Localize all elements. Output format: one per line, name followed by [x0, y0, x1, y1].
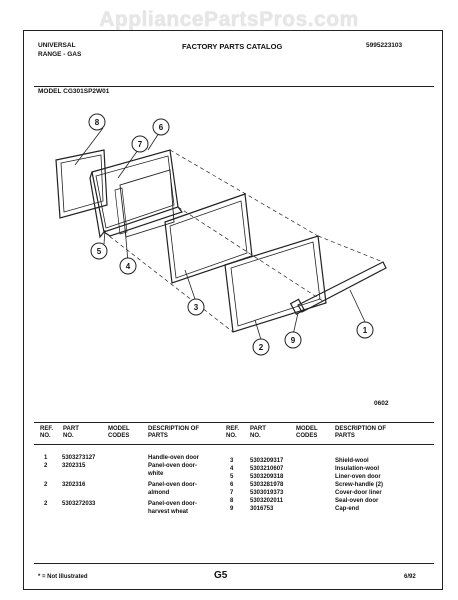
col-header-desc: DESCRIPTION OF PARTS	[148, 426, 200, 439]
row-ref: 8	[230, 498, 234, 504]
row-ref: 4	[230, 466, 234, 472]
row-desc: Cap-end	[335, 506, 359, 512]
row-part: 3202316	[62, 482, 86, 488]
callout-1	[356, 321, 374, 339]
panel-oven-door	[224, 235, 327, 333]
callout-8	[88, 113, 106, 131]
table-top-divider	[34, 422, 434, 423]
callout-label: 5	[97, 247, 102, 256]
row-part: 3202315	[62, 463, 86, 469]
catalog-number: 5995223103	[366, 42, 403, 49]
row-part: 5303209317	[250, 458, 284, 464]
row-ref: 3	[230, 458, 234, 464]
callout-label: 3	[194, 303, 199, 312]
callout-2	[252, 338, 270, 356]
row-desc-cont: harvest wheat	[148, 509, 189, 515]
row-desc: Panel-oven door-	[148, 501, 198, 507]
row-desc: Insulation-wool	[335, 466, 379, 472]
brand-line-2: RANGE - GAS	[38, 51, 82, 58]
col-header-ref: REF. NO.	[226, 426, 240, 439]
col-header-part: PART NO.	[63, 426, 79, 439]
row-desc-cont: almond	[148, 490, 170, 496]
row-part: 5303209318	[250, 474, 284, 480]
row-ref: 2	[44, 463, 48, 469]
page-number: G5	[214, 570, 228, 581]
col-header-part: PART NO.	[250, 426, 266, 439]
catalog-title: FACTORY PARTS CATALOG	[182, 42, 283, 51]
col-header-model: MODEL CODES	[296, 426, 318, 439]
watermark: AppliancePartsPros.com	[99, 8, 359, 31]
footer-date: 6/92	[404, 574, 416, 580]
callout-9	[284, 331, 302, 349]
callout-5	[90, 242, 108, 260]
col-header-model: MODEL CODES	[108, 426, 130, 439]
row-part: 5303019373	[250, 490, 284, 496]
row-part: 3016753	[250, 506, 274, 512]
callout-label: 2	[259, 343, 264, 352]
callout-6	[152, 118, 170, 136]
row-desc: Panel-oven door-	[148, 482, 198, 488]
callout-7	[131, 135, 149, 153]
callout-label: 8	[95, 118, 100, 127]
row-desc: Seal-oven door	[335, 498, 379, 504]
diagram-code: 0602	[374, 400, 389, 407]
row-ref: 2	[44, 501, 48, 507]
row-part: 5303202011	[250, 498, 284, 504]
col-header-ref: REF. NO.	[40, 426, 54, 439]
row-part: 5303272033	[62, 501, 96, 507]
row-ref: 5	[230, 474, 234, 480]
callout-3	[187, 298, 205, 316]
col-header-desc: DESCRIPTION OF PARTS	[335, 426, 387, 439]
seal-oven-door	[55, 149, 108, 219]
row-part: 5303273127	[62, 455, 96, 461]
row-desc: Handle-oven door	[148, 455, 200, 461]
row-desc: Liner-oven door	[335, 474, 381, 480]
footer-note: * = Not Illustrated	[38, 574, 88, 580]
header-divider	[34, 86, 434, 87]
callout-label: 4	[126, 262, 131, 271]
model-label: MODEL CG301SP2W01	[38, 88, 110, 95]
footer-divider	[34, 563, 434, 564]
row-ref: 7	[230, 490, 234, 496]
callout-label: 1	[363, 326, 368, 335]
row-part: 5303210607	[250, 466, 284, 472]
row-ref: 6	[230, 482, 234, 488]
row-ref: 1	[44, 455, 48, 461]
row-desc: Panel-oven door-	[148, 463, 198, 469]
callout-label: 9	[291, 336, 296, 345]
row-ref: 9	[230, 506, 234, 512]
row-ref: 2	[44, 482, 48, 488]
row-desc-cont: white	[148, 471, 164, 477]
handle-oven-door	[297, 261, 387, 313]
row-desc: Screw-handle (2)	[335, 482, 384, 488]
callout-label: 7	[138, 140, 143, 149]
callout-4	[119, 257, 137, 275]
row-part: 5303281978	[250, 482, 284, 488]
page-frame	[23, 30, 443, 590]
brand-line-1: UNIVERSAL	[38, 42, 76, 49]
row-desc: Shield-wool	[335, 458, 369, 464]
insulation-wool	[119, 169, 175, 238]
callout-label: 6	[159, 123, 164, 132]
table-header-divider	[34, 444, 434, 445]
row-desc: Cover-door liner	[335, 490, 382, 496]
